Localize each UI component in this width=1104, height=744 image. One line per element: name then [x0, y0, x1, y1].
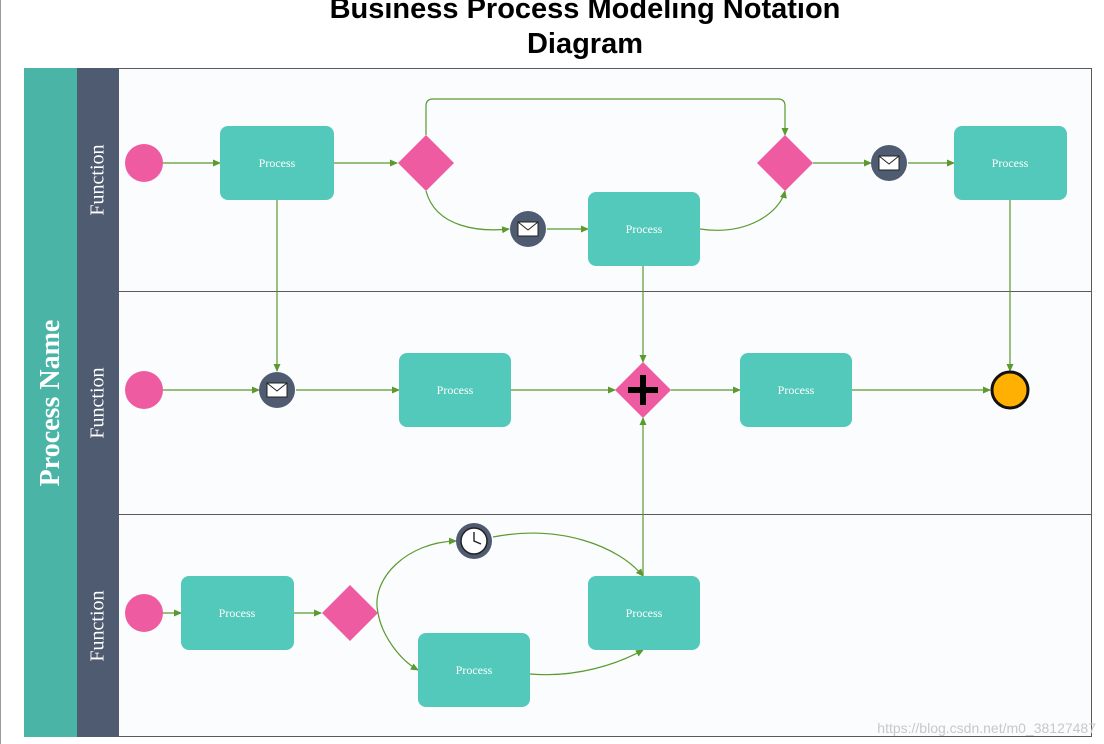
- exclusive-gateway-diamond-icon: [322, 585, 378, 641]
- task-label: Process: [626, 222, 663, 236]
- task[interactable]: Process: [181, 576, 294, 650]
- task[interactable]: Process: [588, 192, 700, 266]
- lane-divider-1: [119, 291, 1092, 292]
- connectors: [163, 98, 1014, 676]
- title-line-2: Diagram: [526, 28, 644, 60]
- connector: [529, 649, 644, 676]
- connector: [699, 190, 787, 231]
- task-label: Process: [437, 383, 474, 397]
- task[interactable]: Process: [740, 353, 852, 427]
- task-label: Process: [626, 606, 663, 620]
- lane-header-1: Function: [77, 68, 119, 291]
- lane-header-3: Function: [77, 514, 119, 737]
- left-border: [0, 0, 1, 744]
- lane-divider-2: [119, 514, 1092, 515]
- watermark: https://blog.csdn.net/m0_38127487: [877, 720, 1096, 736]
- task-label: Process: [219, 606, 256, 620]
- task-label: Process: [778, 383, 815, 397]
- exclusive-gateway-diamond-icon: [398, 135, 454, 191]
- message-event-envelope-icon: [259, 372, 295, 408]
- task-label: Process: [992, 156, 1029, 170]
- connector: [377, 612, 419, 671]
- start-event-lane-1: [125, 144, 163, 182]
- connector: [425, 190, 510, 234]
- task[interactable]: Process: [220, 126, 334, 200]
- title-line-1: Business Process Modeling Notation: [329, 0, 841, 25]
- connector: [492, 532, 644, 577]
- parallel-gateway-plus-diamond-icon: [615, 362, 671, 418]
- connector: [425, 98, 789, 136]
- task[interactable]: Process: [418, 633, 530, 707]
- lane-header-2: Function: [77, 291, 119, 514]
- message-event-envelope-icon: [871, 145, 907, 181]
- task[interactable]: Process: [588, 576, 700, 650]
- start-event-lane-3: [125, 594, 163, 632]
- end-event-circle-icon: [990, 370, 1030, 410]
- task-label: Process: [259, 156, 296, 170]
- timer-event-clock-icon: [456, 523, 492, 559]
- pool-header: Process Name: [24, 68, 77, 737]
- task-label: Process: [456, 663, 493, 677]
- exclusive-gateway-diamond-icon: [757, 135, 813, 191]
- start-event-lane-2: [125, 371, 163, 409]
- page-title: Business Process Modeling Notation Diagr…: [260, 0, 910, 62]
- message-event-envelope-icon: [510, 211, 546, 247]
- task[interactable]: Process: [399, 353, 511, 427]
- connector: [376, 537, 457, 614]
- task[interactable]: Process: [954, 126, 1067, 200]
